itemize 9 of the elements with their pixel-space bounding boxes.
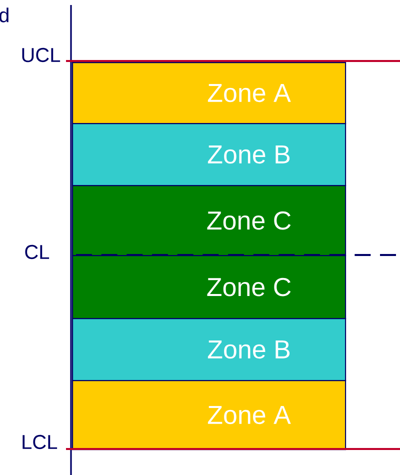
axis-label: CL — [25, 244, 50, 260]
zone-band: Zone B — [72, 318, 346, 382]
zone-band: Zone C — [72, 255, 346, 320]
zone-band: Zone B — [72, 123, 346, 186]
zone-band: Zone C — [72, 185, 346, 256]
zone-band: Zone A — [72, 62, 346, 124]
axis-label: UCL — [22, 48, 60, 62]
axis-label: LCL — [22, 434, 58, 450]
zone-band: Zone A — [72, 380, 346, 450]
